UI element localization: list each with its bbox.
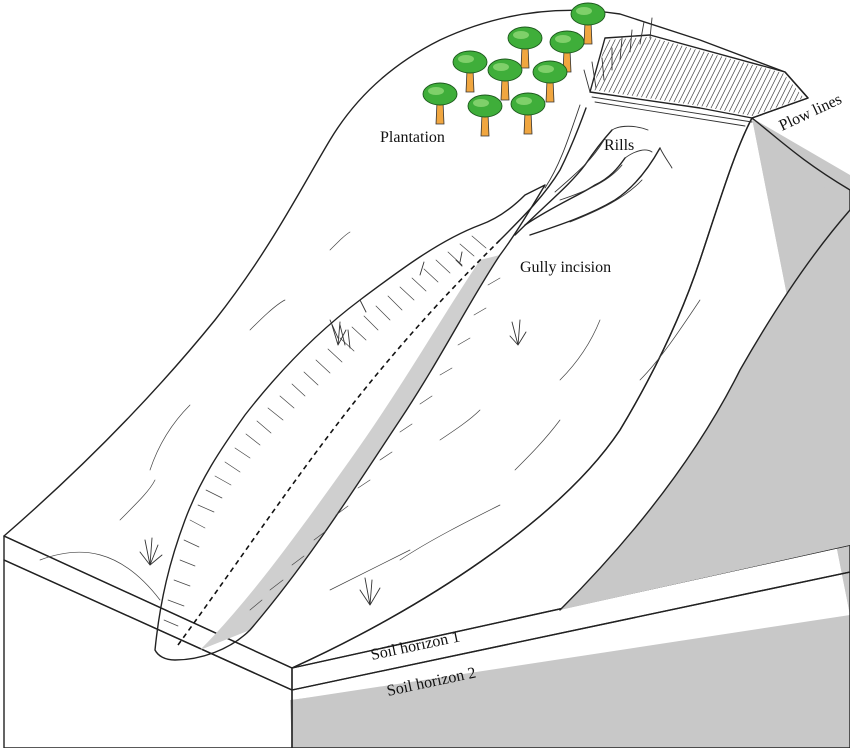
plow-line [714, 37, 766, 116]
label-plow-lines: Plow lines [777, 91, 845, 135]
plow-line [719, 37, 771, 116]
label-gully-incision: Gully incision [520, 259, 611, 276]
gully [154, 184, 546, 661]
plow-line [729, 37, 781, 116]
plantation-trees [422, 2, 606, 137]
label-soil-horizon-1: Soil horizon 1 [369, 628, 461, 663]
tree-icon [422, 82, 458, 125]
right-slope-face [291, 117, 850, 669]
right-face-horizon-2 [291, 571, 850, 748]
plow-line [593, 37, 626, 116]
plow-line [709, 37, 761, 116]
surface-undulations [39, 231, 701, 601]
plow-line [593, 37, 631, 116]
rills [499, 104, 673, 241]
gully-outline [154, 184, 546, 661]
plow-line [699, 37, 751, 116]
tree-icon [532, 60, 568, 103]
plow-line [744, 37, 796, 116]
gully-shadow [200, 255, 500, 650]
tree-icon [467, 94, 503, 137]
tree-icon [487, 58, 523, 101]
plow-line [684, 37, 736, 116]
grass-tuft-icon [139, 319, 527, 606]
thalweg-line [177, 239, 501, 646]
label-plantation: Plantation [380, 129, 445, 146]
tree-icon [570, 2, 606, 45]
front-face-horizon-2 [3, 559, 293, 748]
tree-icon [549, 30, 585, 73]
plow-line [694, 37, 746, 116]
plow-line [749, 37, 801, 116]
plow-line [594, 37, 646, 116]
plow-line [724, 37, 776, 116]
plow-line [759, 37, 804, 116]
tree-icon [510, 92, 546, 135]
tree-icon [452, 50, 488, 93]
plow-line [704, 37, 756, 116]
right-face-soil [292, 118, 850, 748]
plow-line [779, 37, 804, 116]
plow-line [629, 37, 681, 116]
plow-line [679, 37, 731, 116]
plow-line [593, 37, 636, 116]
label-rills: Rills [604, 137, 634, 154]
plow-line [739, 37, 791, 116]
tree-icon [507, 26, 543, 69]
plow-line [689, 37, 741, 116]
plow-line [674, 37, 726, 116]
plow-line [734, 37, 786, 116]
right-slope-grey [560, 210, 850, 610]
